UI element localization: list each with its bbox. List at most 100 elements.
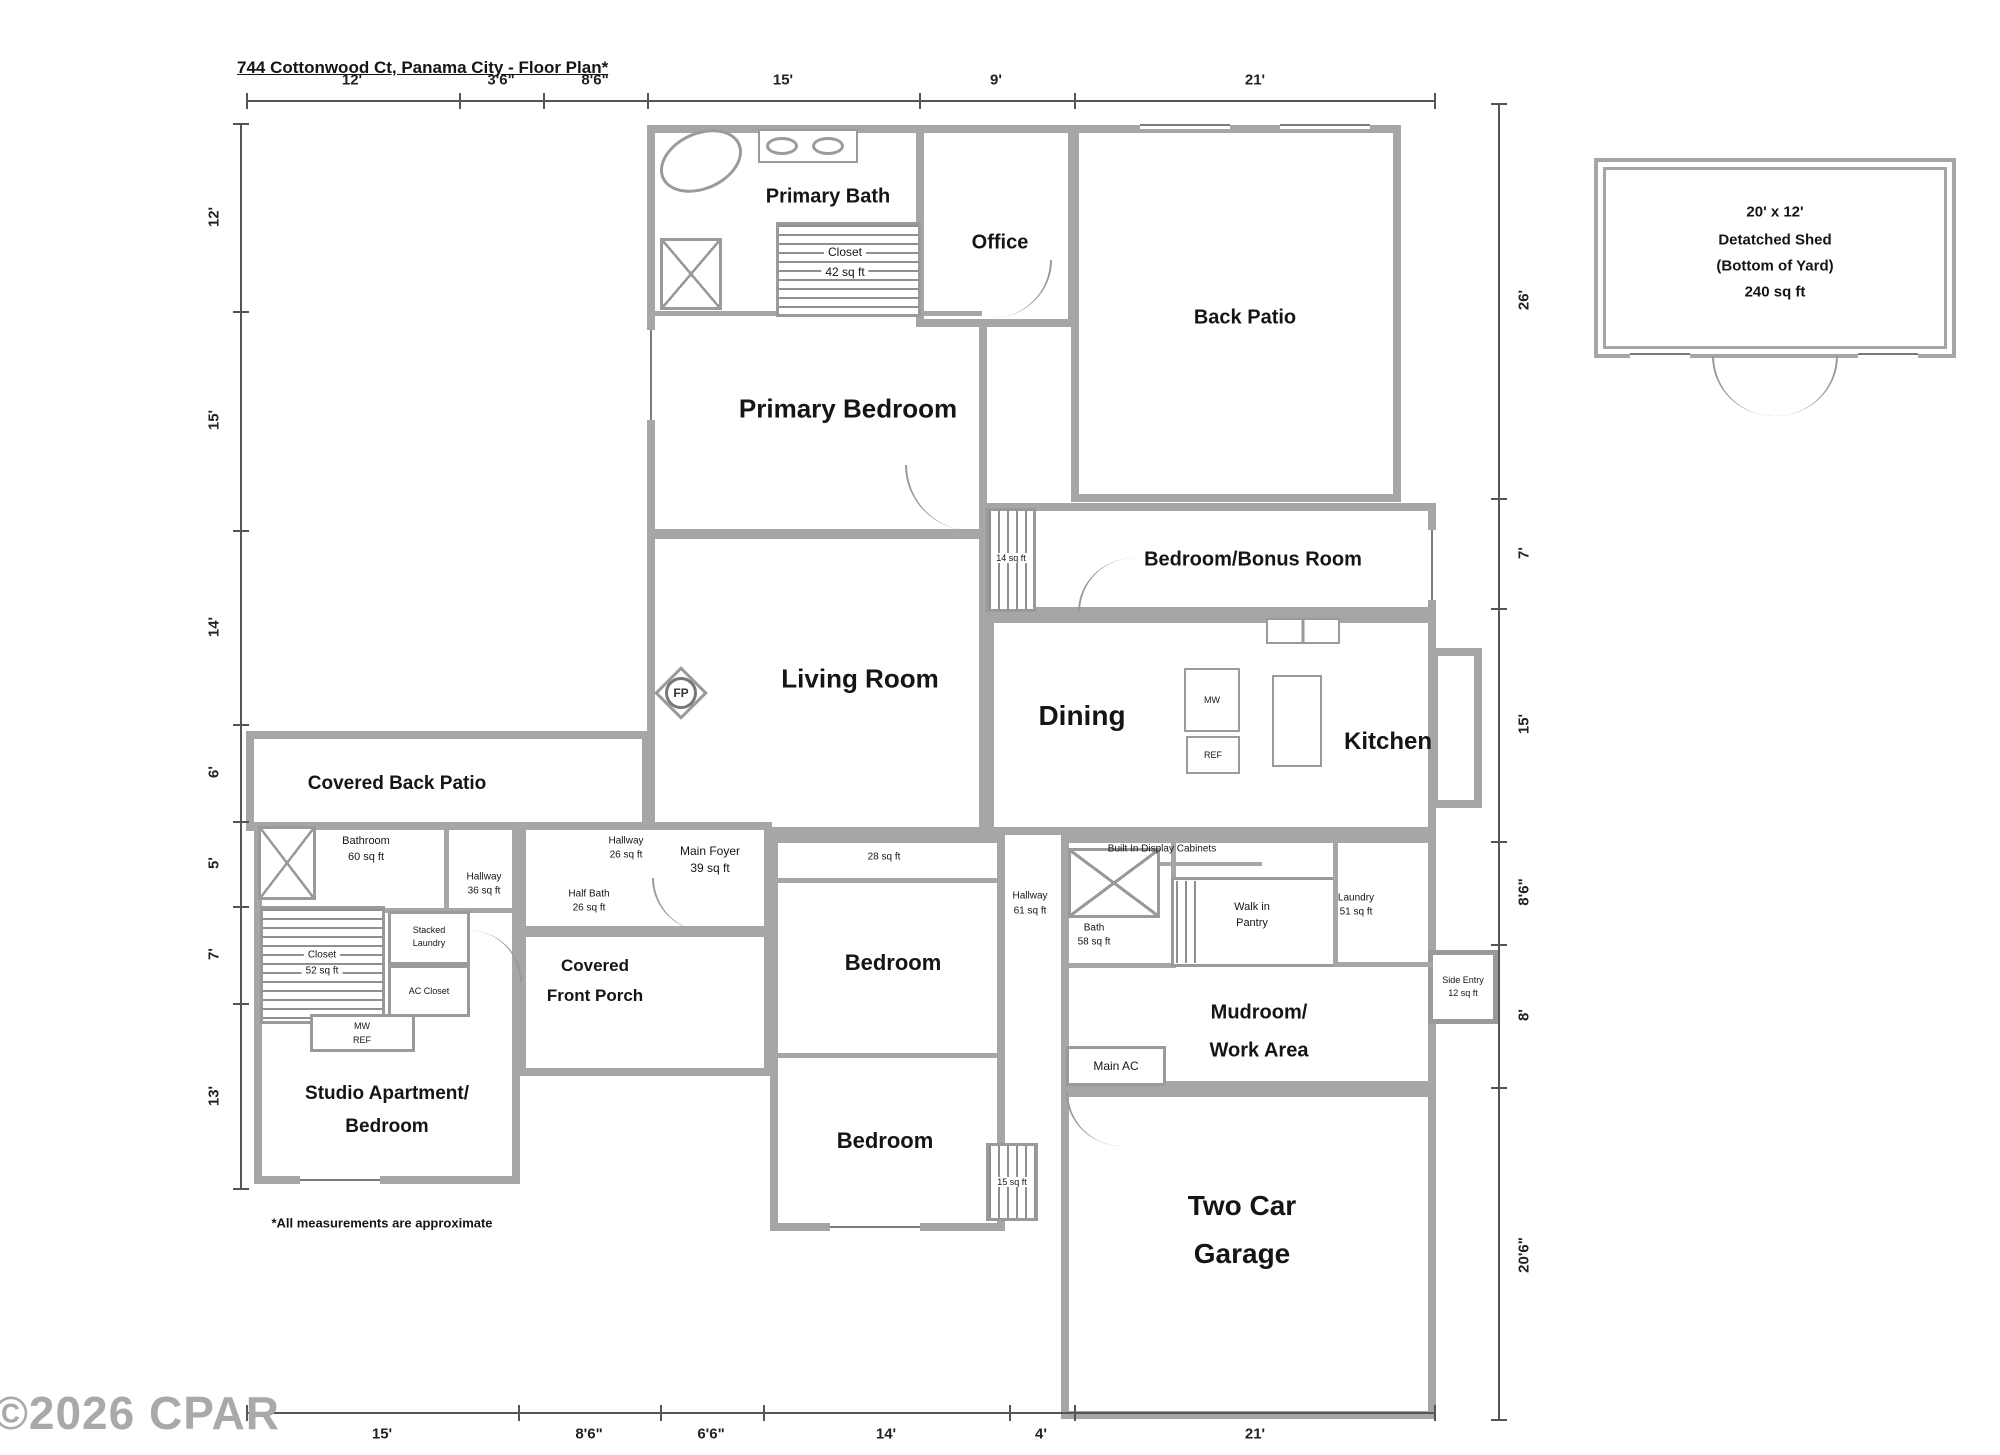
dim-tick bbox=[543, 93, 545, 109]
dim-tick bbox=[1491, 1419, 1507, 1421]
room-outline-kitchen-bay bbox=[1430, 648, 1482, 808]
label-closet42-area: 42 sq ft bbox=[821, 265, 869, 279]
studio-shower-icon bbox=[258, 826, 316, 900]
dim-tick bbox=[1491, 103, 1507, 105]
shed-door-arc-left bbox=[1712, 356, 1774, 416]
dim-top-3: 15' bbox=[772, 71, 794, 89]
dim-right-2: 15' bbox=[1515, 713, 1533, 735]
dim-right-0: 26' bbox=[1515, 289, 1533, 311]
studio-mw-ref-box bbox=[310, 1014, 415, 1052]
label-main-foyer-area: 39 sq ft bbox=[690, 861, 730, 875]
label-bedroom-lower: Bedroom bbox=[836, 1128, 934, 1153]
shed-door-arc-right bbox=[1776, 356, 1838, 416]
wall-bath58-bottom bbox=[1066, 963, 1176, 968]
room-outline-garage bbox=[1061, 1089, 1436, 1419]
dim-tick bbox=[763, 1405, 765, 1421]
closet-52sqft bbox=[260, 906, 385, 1024]
kitchen-sink-icon bbox=[1266, 618, 1340, 644]
dim-tick bbox=[1074, 93, 1076, 109]
dim-tick bbox=[246, 1405, 248, 1421]
kitchen-mw-box bbox=[1184, 668, 1240, 732]
dim-left-1: 15' bbox=[205, 409, 223, 431]
dim-tick bbox=[1491, 944, 1507, 946]
room-outline-living-room bbox=[647, 531, 987, 835]
label-mudroom-line1: Mudroom/ bbox=[1210, 1001, 1308, 1024]
label-studio-mw: MW bbox=[354, 1021, 370, 1031]
dim-bottom-3: 14' bbox=[875, 1425, 897, 1443]
dim-tick bbox=[233, 1188, 249, 1190]
label-garage-line1: Two Car bbox=[1187, 1190, 1297, 1221]
dim-left-4: 5' bbox=[205, 857, 223, 869]
label-studio-line2: Bedroom bbox=[345, 1116, 429, 1137]
label-back-patio: Back Patio bbox=[1193, 306, 1297, 329]
dim-tick bbox=[233, 821, 249, 823]
dim-right-1: 7' bbox=[1515, 547, 1533, 559]
wall-laundry-bottom bbox=[1333, 962, 1433, 967]
dim-tick bbox=[1491, 1087, 1507, 1089]
label-half-bath-name: Half Bath bbox=[568, 888, 610, 900]
shed-window bbox=[1630, 350, 1690, 358]
room-outline-bedroom-block bbox=[770, 835, 1005, 1231]
shower-icon bbox=[660, 238, 722, 310]
label-main-ac: Main AC bbox=[1093, 1059, 1139, 1073]
dim-tick bbox=[1491, 498, 1507, 500]
label-closet28: 28 sq ft bbox=[867, 851, 901, 863]
dim-left-6: 13' bbox=[205, 1085, 223, 1107]
label-closet42-name: Closet bbox=[823, 245, 867, 259]
wall-studio-bath-bottom bbox=[258, 908, 516, 913]
dim-bottom-2: 6'6" bbox=[697, 1425, 725, 1443]
kitchen-island-icon bbox=[1272, 675, 1322, 767]
room-outline-side-entry bbox=[1428, 950, 1498, 1024]
main-ac-box bbox=[1066, 1046, 1166, 1086]
dim-tick bbox=[246, 93, 248, 109]
label-studio-ref: REF bbox=[353, 1035, 371, 1045]
room-outline-hall-block bbox=[518, 822, 772, 934]
label-garage-line2: Garage bbox=[1193, 1238, 1291, 1269]
label-covered-back-patio: Covered Back Patio bbox=[307, 773, 487, 794]
label-bath58-area: 58 sq ft bbox=[1073, 936, 1115, 948]
dim-line-left bbox=[240, 123, 242, 1190]
room-outline-covered-back-patio bbox=[246, 731, 650, 831]
dim-tick bbox=[919, 93, 921, 109]
wall-laundry-left bbox=[1333, 840, 1338, 964]
label-hallway26-name: Hallway bbox=[608, 835, 644, 847]
dim-line-bottom bbox=[246, 1412, 1436, 1414]
dim-right-4: 8' bbox=[1515, 1009, 1533, 1021]
dim-tick bbox=[660, 1405, 662, 1421]
label-half-bath-area: 26 sq ft bbox=[572, 902, 606, 914]
shed-inner-wall bbox=[1603, 167, 1947, 349]
label-laundry-area: 51 sq ft bbox=[1339, 906, 1373, 918]
dim-top-2: 8'6" bbox=[581, 71, 609, 89]
fireplace-icon: FP bbox=[665, 677, 697, 709]
label-bath58-name: Bath bbox=[1079, 922, 1109, 934]
label-ac-closet: AC Closet bbox=[408, 986, 450, 996]
label-bathroom60-name: Bathroom bbox=[342, 835, 390, 847]
label-dining: Dining bbox=[1038, 700, 1126, 731]
ac-closet-box bbox=[388, 965, 470, 1017]
footnote: *All measurements are approximate bbox=[271, 1215, 493, 1231]
label-closet52-area: 52 sq ft bbox=[301, 965, 343, 977]
label-studio-line1: Studio Apartment/ bbox=[305, 1083, 469, 1104]
dim-top-1: 3'6" bbox=[487, 71, 515, 89]
dim-tick bbox=[233, 1003, 249, 1005]
label-living-room: Living Room bbox=[781, 663, 939, 694]
label-bonus-room: Bedroom/Bonus Room bbox=[1144, 548, 1362, 571]
label-kitchen-mw: MW bbox=[1204, 695, 1220, 705]
label-kitchen-ref: REF bbox=[1204, 750, 1222, 760]
sink-bowl-icon bbox=[766, 137, 798, 155]
dim-left-5: 7' bbox=[205, 948, 223, 960]
dim-bottom-0: 15' bbox=[371, 1425, 393, 1443]
window bbox=[830, 1223, 920, 1231]
window bbox=[1140, 121, 1230, 129]
window bbox=[1428, 530, 1436, 600]
dim-top-5: 21' bbox=[1244, 71, 1266, 89]
shed-outline bbox=[1594, 158, 1956, 358]
fireplace-label: FP bbox=[673, 686, 689, 700]
dim-tick bbox=[233, 530, 249, 532]
label-side-entry-name: Side Entry bbox=[1442, 975, 1484, 985]
label-hallway61-name: Hallway bbox=[1008, 890, 1052, 902]
wall-cabinet-divider bbox=[1066, 862, 1262, 866]
label-primary-bath: Primary Bath bbox=[765, 185, 891, 208]
label-stacked-line1: Stacked bbox=[412, 925, 446, 935]
watermark: ©2026 CPAR bbox=[0, 1387, 280, 1439]
